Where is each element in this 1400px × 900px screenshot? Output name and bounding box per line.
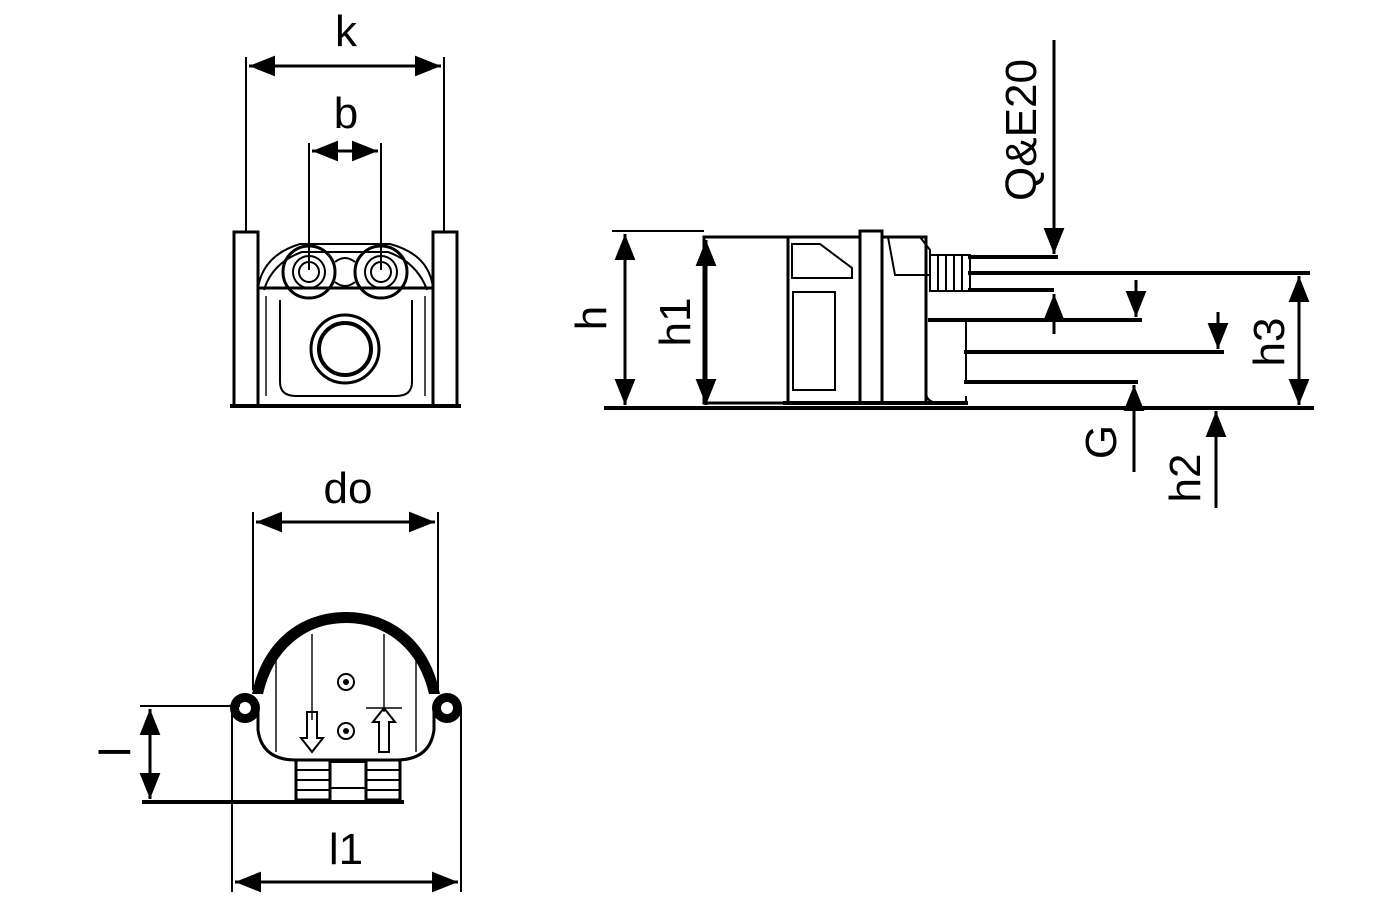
front-top-curve [257,243,434,289]
k-label: k [335,7,358,56]
connector-bridge [334,257,356,287]
mounting-lug-right-hole [441,702,453,714]
outlet-left [294,758,332,802]
outlet-right [364,758,402,802]
connector-right-inner [364,255,398,289]
h3-label: h3 [1245,318,1294,367]
qe20-label: Q&E20 [997,59,1046,201]
top-view: do [91,464,462,893]
side-body-right [880,235,928,405]
connector-left-core [298,261,320,283]
connector-left-outer [281,244,337,300]
dome-inner-edge [261,620,431,695]
side-body-mid [786,235,862,405]
flow-arrow-up-icon [370,706,398,753]
h-label: h [567,306,616,330]
screw-lower [337,722,355,740]
connector-right-outer [353,244,409,300]
connector-left-inner [292,255,326,289]
do-label: do [324,464,373,513]
mounting-lug-left-hole [239,702,251,714]
drain-outer [309,313,381,385]
h1-label: h1 [651,298,700,347]
side-panel [792,291,836,391]
dome-rim [252,612,440,694]
side-fitting-top [886,236,931,276]
ribbed-connector [929,254,971,292]
l1-label: l1 [329,825,363,874]
front-top-inner-curve [263,251,428,291]
front-view: k b [230,7,461,408]
b-label: b [334,89,358,138]
flow-arrow-down-icon [298,711,326,754]
side-upper-insert [791,243,853,279]
front-body [256,286,435,408]
front-left-post [232,230,260,408]
connector-right-core [370,261,392,283]
l-label: l [91,747,140,757]
front-inner-recess [279,300,413,397]
outlet-bridge [329,761,367,789]
g-label: G [1077,425,1126,459]
front-right-post [431,230,459,408]
drain-inner [317,321,373,377]
side-flange [858,229,884,405]
side-body-left [702,235,790,405]
screw-upper [337,673,355,691]
side-view: h h1 h3 Q&E20 [567,40,1314,508]
dome-lower-body [256,705,436,762]
h2-label: h2 [1161,454,1210,503]
